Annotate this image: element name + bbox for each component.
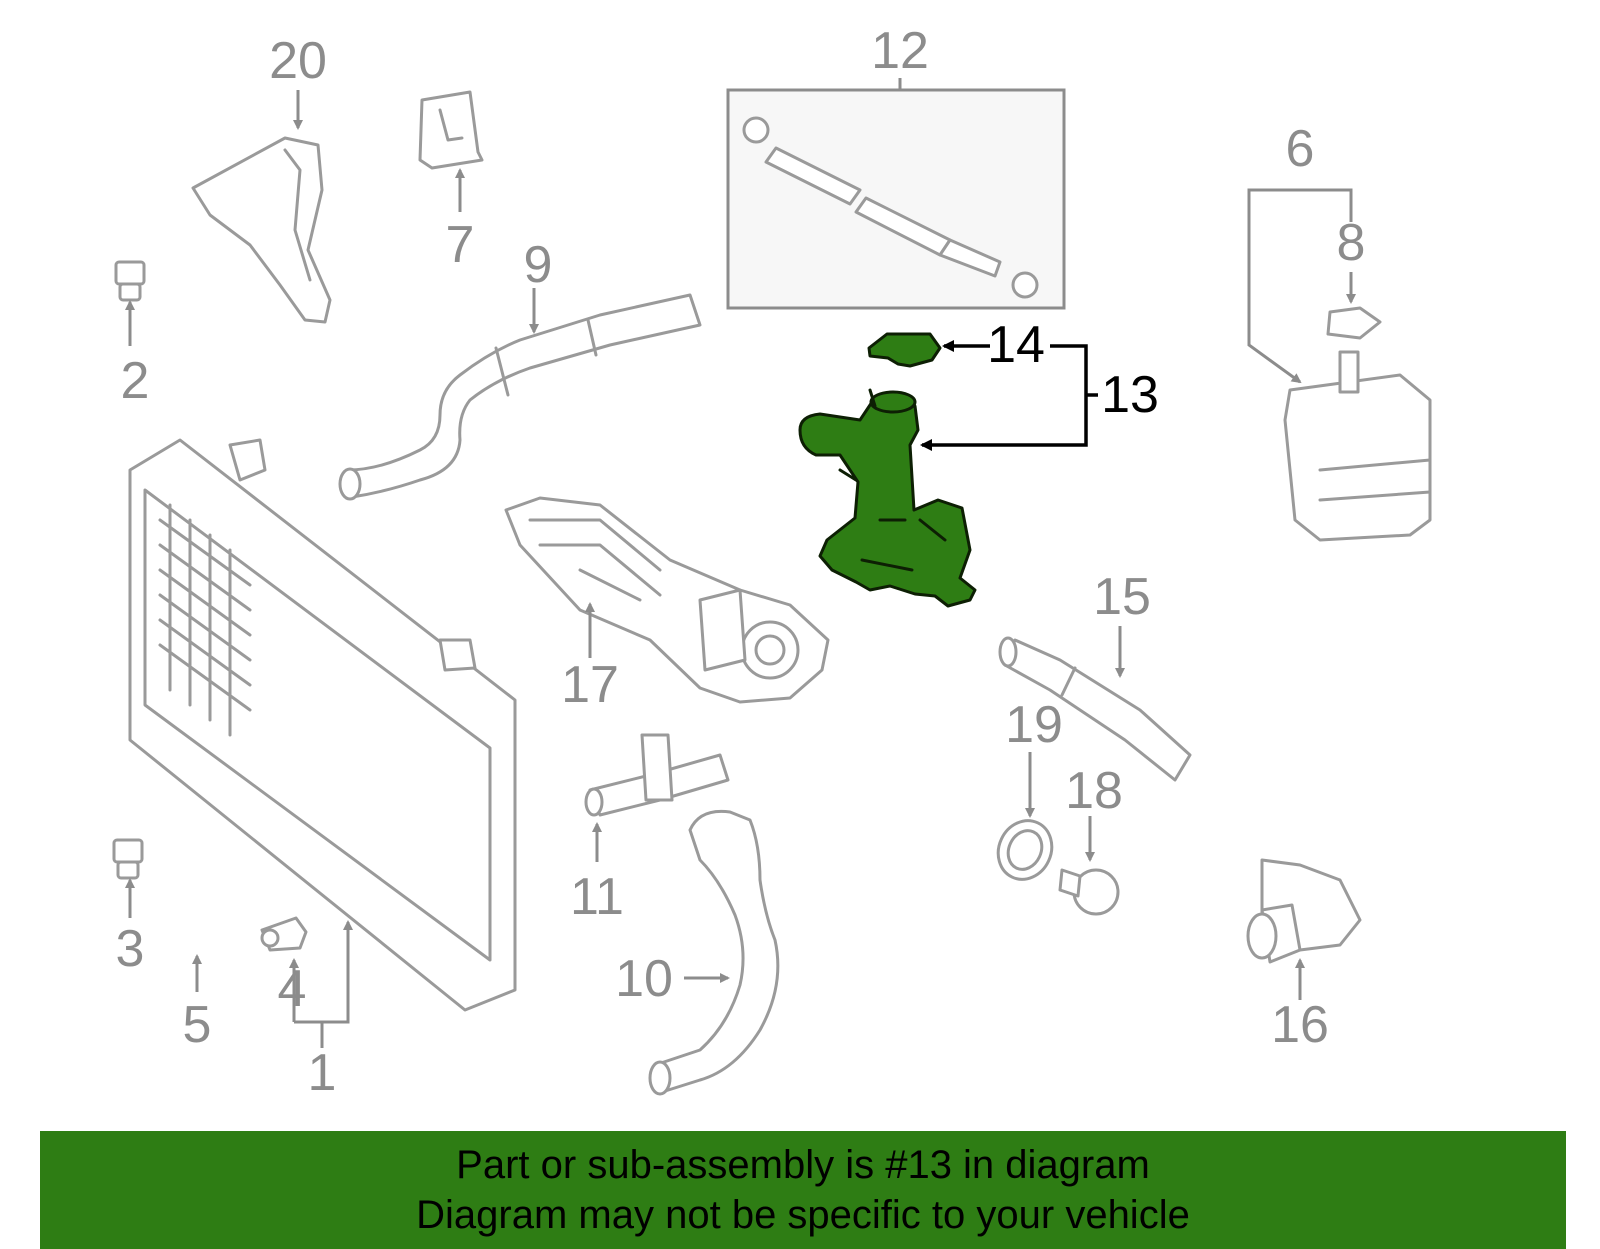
callout-2: 2: [121, 352, 150, 410]
leader-lines: [125, 90, 1356, 1048]
callout-10: 10: [615, 950, 673, 1008]
part-1-radiator: [128, 438, 517, 1012]
notice-banner: Part or sub-assembly is #13 in diagram D…: [40, 1131, 1566, 1249]
part-9-upper-hose: [338, 293, 702, 501]
callout-3: 3: [116, 920, 145, 978]
callout-18: 18: [1065, 762, 1123, 820]
callout-11: 11: [570, 868, 624, 926]
part-15-hose: [998, 636, 1192, 782]
part-11-bypass-pipe: [584, 733, 730, 817]
part-12-hose-kit: [726, 88, 1066, 310]
callout-12: 12: [871, 22, 929, 80]
part-19-gasket: [996, 819, 1054, 881]
callout-7: 7: [446, 216, 475, 274]
callout-5: 5: [183, 996, 212, 1054]
callout-4: 4: [278, 960, 307, 1018]
part-20-bracket: [191, 136, 332, 324]
part-6-reservoir: [1283, 350, 1432, 542]
part-10-lower-hose: [648, 809, 780, 1096]
part-14-filler-cap-highlighted: [867, 332, 942, 368]
part-8-reservoir-cap: [1326, 306, 1382, 340]
callout-17: 17: [561, 656, 619, 714]
banner-line-2: Diagram may not be specific to your vehi…: [416, 1193, 1190, 1237]
part-3-drain-plug: [112, 838, 144, 880]
banner-line-1: Part or sub-assembly is #13 in diagram: [456, 1143, 1150, 1187]
callout-6: 6: [1286, 120, 1315, 178]
callout-labels: 20 12 7 9 6 8 2 14 13 15 17 19 18 11 3 1…: [116, 22, 1366, 1102]
callout-14: 14: [987, 316, 1045, 374]
callout-19: 19: [1005, 696, 1063, 754]
callout-13: 13: [1101, 366, 1159, 424]
part-18-thermostat: [1058, 868, 1120, 916]
callout-1: 1: [308, 1044, 337, 1102]
callout-20: 20: [269, 32, 327, 90]
part-4-drain-cock: [260, 916, 308, 952]
part-16-water-inlet: [1246, 858, 1362, 964]
callout-9: 9: [524, 236, 553, 294]
callout-15: 15: [1093, 568, 1151, 626]
callout-16: 16: [1271, 996, 1329, 1054]
part-13-filler-neck-highlighted: [798, 388, 977, 608]
part-2-drain-plug: [114, 260, 146, 302]
part-17-water-outlet: [504, 496, 830, 704]
callout-8: 8: [1337, 214, 1366, 272]
part-7-clip: [418, 90, 484, 170]
